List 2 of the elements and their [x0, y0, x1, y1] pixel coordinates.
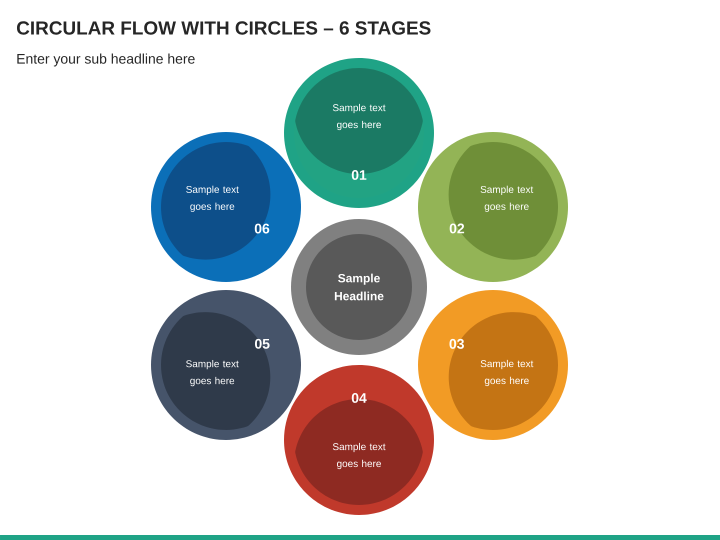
- title: CIRCULAR FLOW WITH CIRCLES – 6 STAGES: [17, 21, 430, 35]
- subtitle: Enter your sub headline here: [17, 53, 195, 66]
